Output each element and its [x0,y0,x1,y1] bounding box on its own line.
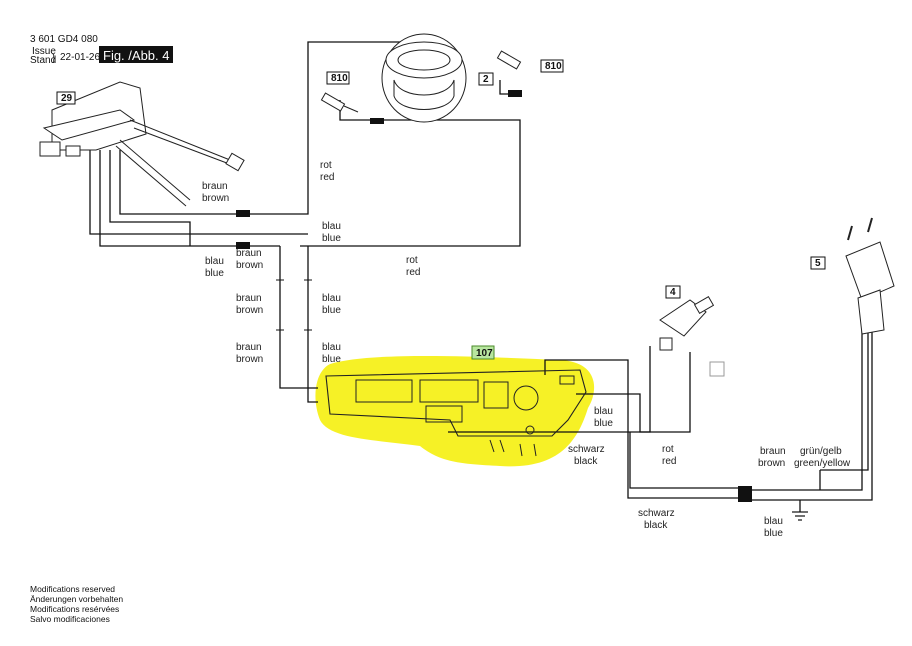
wire-rot-motor [300,100,521,247]
label-blue: blue [322,305,341,316]
label-blue: blue [322,354,341,365]
label-blue: blue [594,418,613,429]
label-blau: blau [322,342,341,353]
label-blau: blau [594,406,613,417]
label-blue: blue [205,268,224,279]
label-schwarz: schwarz [638,508,675,519]
stand-label: Stand [30,55,56,66]
wire-vertical-blau [307,246,318,403]
module-highlight [315,356,595,467]
part-29: 29 [61,93,73,104]
label-brown: brown [202,193,229,204]
label-blau: blau [322,221,341,232]
sensor-component [659,295,715,351]
part-29-box [56,91,76,105]
part-5-box [810,256,826,270]
switch-assembly [39,81,245,207]
wire-vertical-braun [279,246,318,389]
wire-braun-2 [99,150,280,247]
label-rot: rot [406,255,418,266]
part-4-box [665,285,681,299]
mains-plug [845,217,895,335]
label-black: black [644,520,668,531]
doc-number: 3 601 GD4 080 [30,34,98,45]
label-braun: braun [236,293,262,304]
wire-blau-1 [89,140,308,235]
part-810b: 810 [545,61,562,72]
part-810a: 810 [331,73,348,84]
part-810b-box [540,59,564,73]
label-braun: braun [236,342,262,353]
issue-label: Issue [32,46,56,57]
figure-badge [99,46,173,63]
part-107: 107 [476,348,493,359]
label-braun: braun [760,446,786,457]
label-red: red [320,172,334,183]
label-red: red [662,456,676,467]
part-2: 2 [483,74,489,85]
part-4: 4 [670,287,676,298]
label-blue: blue [322,233,341,244]
brace-glyph: } [52,53,56,64]
wire-schwarz-1 [448,346,651,433]
label-black: black [574,456,598,467]
wire-labels: rot red braun brown blau blue blau blue … [202,160,851,539]
wire-breaks [276,279,312,331]
empty-square [709,361,725,377]
label-greenyellow: green/yellow [794,458,851,469]
label-brown: brown [236,305,263,316]
wire-plug-blue [740,330,873,501]
motor-field [381,33,467,123]
note-es: Salvo modificaciones [30,614,110,624]
part-107-box [471,345,495,360]
note-en: Modifications reserved [30,584,116,594]
label-brown: brown [236,260,263,271]
wire-plug-brown [740,330,863,491]
part-5: 5 [815,258,821,269]
label-blau: blau [322,293,341,304]
label-red: red [406,267,420,278]
label-rot: rot [320,160,332,171]
carbon-brush-left [320,92,359,113]
label-rot: rot [662,444,674,455]
wire-blau-2 [109,150,191,246]
note-fr: Modifications resérvées [30,604,120,614]
label-brown: brown [758,458,785,469]
label-gruengelb: grün/gelb [800,446,842,457]
label-blau: blau [764,516,783,527]
part-2-box [478,72,494,86]
label-braun: braun [202,181,228,192]
ground-symbol [792,511,808,521]
figure-label: Fig. /Abb. 4 [103,48,169,63]
label-blau: blau [205,256,224,267]
electronic-module [325,369,587,457]
wire-sleeves [236,90,752,502]
part-810a-box [326,71,350,85]
issue-date: 22-01-26 [60,52,100,63]
wire-braun-top [119,41,420,215]
wire-plug-earth [820,330,869,471]
note-de: Änderungen vorbehalten [30,594,124,604]
wires [89,41,873,512]
wire-schwarz-long [544,359,740,499]
label-schwarz: schwarz [568,444,605,455]
label-blue: blue [764,528,783,539]
label-braun: braun [236,248,262,259]
carbon-brush-right [496,50,522,70]
wire-rot-right [629,432,740,489]
label-brown: brown [236,354,263,365]
